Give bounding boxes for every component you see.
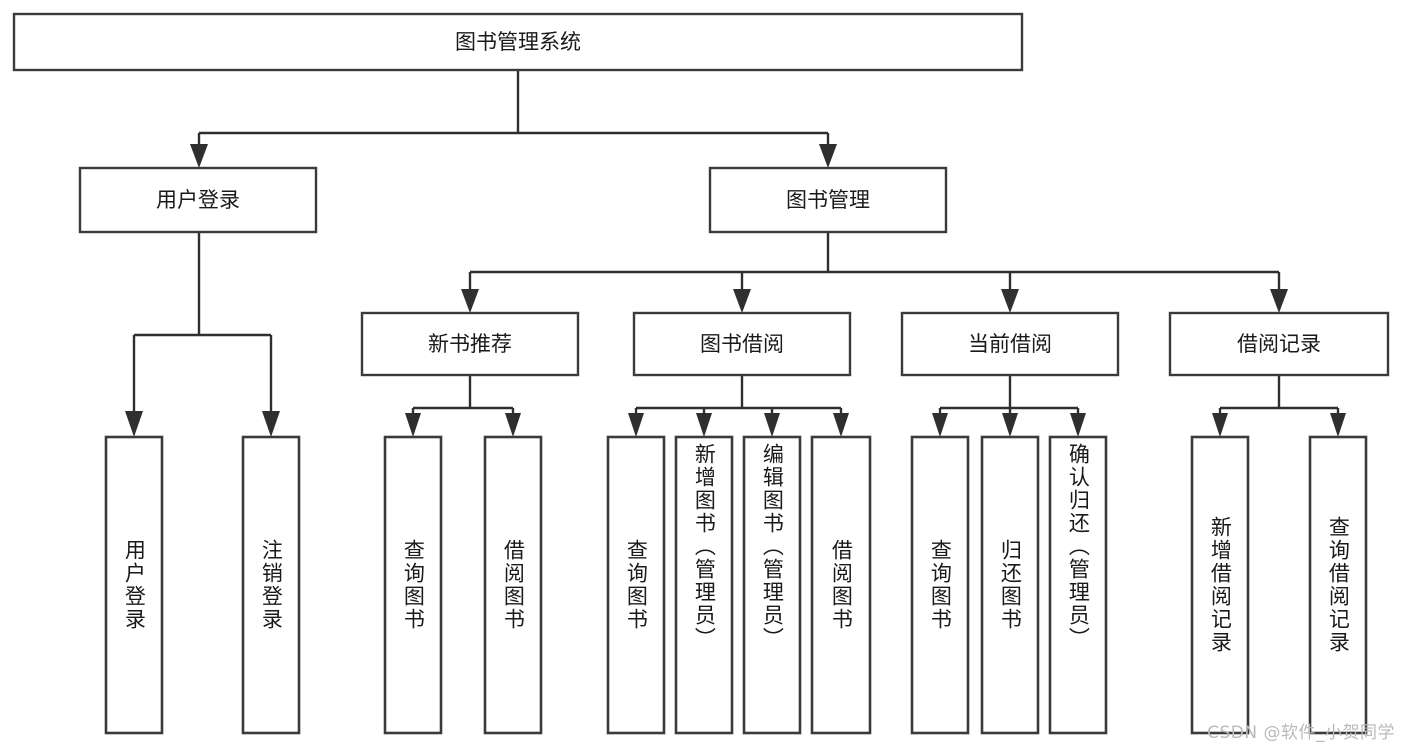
leaf-box-logout[interactable] (241, 435, 301, 735)
arrow-head-leaf-query-book-3 (932, 413, 948, 437)
leaf-box-query-book-1[interactable] (383, 435, 443, 735)
leaf-box-user-login[interactable] (104, 435, 164, 735)
arrow-head-leaf-user-login (125, 411, 143, 437)
arrow-head-borrow-record (1270, 289, 1288, 313)
leaf-box-edit-book[interactable] (742, 435, 802, 735)
node-user-login-box[interactable] (78, 166, 318, 234)
arrow-head-book-borrow (733, 289, 751, 313)
connector-group-user-login (125, 232, 280, 437)
arrow-head-leaf-return-book (1002, 413, 1018, 437)
arrow-head-user-login (190, 144, 208, 168)
connector-group-book-mgmt (461, 232, 1288, 313)
arrow-head-leaf-query-record (1330, 413, 1346, 437)
node-book-borrow-label: 图书借阅 (700, 332, 784, 356)
node-root-box[interactable] (12, 12, 1024, 72)
arrow-head-leaf-confirm-return (1070, 413, 1086, 437)
leaf-box-borrow-book-2[interactable] (810, 435, 872, 735)
arrow-head-book-mgmt (819, 144, 837, 168)
leaf-box-add-record[interactable] (1190, 435, 1250, 735)
arrow-head-leaf-borrow-book-2 (833, 413, 849, 437)
leaf-box-query-book-3[interactable] (910, 435, 970, 735)
arrow-head-leaf-query-book-1 (405, 413, 421, 437)
connector-group-borrow-record (1212, 375, 1346, 437)
connector-group-book-borrow (628, 375, 849, 437)
node-current-borrow-label: 当前借阅 (968, 332, 1052, 356)
node-book-mgmt-label: 图书管理 (786, 188, 870, 212)
node-book-mgmt-box[interactable] (708, 166, 948, 234)
arrow-head-current-borrow (1001, 289, 1019, 313)
node-new-book-rec-box[interactable] (360, 311, 580, 377)
leaf-box-query-record[interactable] (1308, 435, 1368, 735)
arrow-head-leaf-borrow-book-1 (505, 413, 521, 437)
connector-group-root (190, 70, 837, 168)
arrow-head-leaf-add-record (1212, 413, 1228, 437)
leaf-box-query-book-2[interactable] (606, 435, 666, 735)
connector-group-new-book-rec (405, 375, 521, 437)
leaf-box-confirm-return[interactable] (1048, 435, 1108, 735)
arrow-head-leaf-add-book (696, 413, 712, 437)
arrow-head-leaf-query-book-2 (628, 413, 644, 437)
leaf-box-borrow-book-1[interactable] (483, 435, 543, 735)
arrow-head-new-book-rec (461, 289, 479, 313)
leaf-box-return-book[interactable] (980, 435, 1040, 735)
csdn-watermark: CSDN @软件_小贺同学 (1207, 723, 1395, 743)
arrow-head-leaf-edit-book (764, 413, 780, 437)
leaf-box-add-book[interactable] (674, 435, 734, 735)
node-current-borrow-box[interactable] (900, 311, 1120, 377)
node-borrow-record-box[interactable] (1168, 311, 1390, 377)
node-new-book-rec-label: 新书推荐 (428, 332, 512, 356)
node-user-login-label: 用户登录 (156, 188, 240, 212)
node-book-borrow-box[interactable] (632, 311, 852, 377)
connector-group-current-borrow (932, 375, 1086, 437)
node-borrow-record-label: 借阅记录 (1237, 332, 1321, 356)
arrow-head-leaf-logout (262, 411, 280, 437)
node-root-label: 图书管理系统 (455, 30, 581, 54)
